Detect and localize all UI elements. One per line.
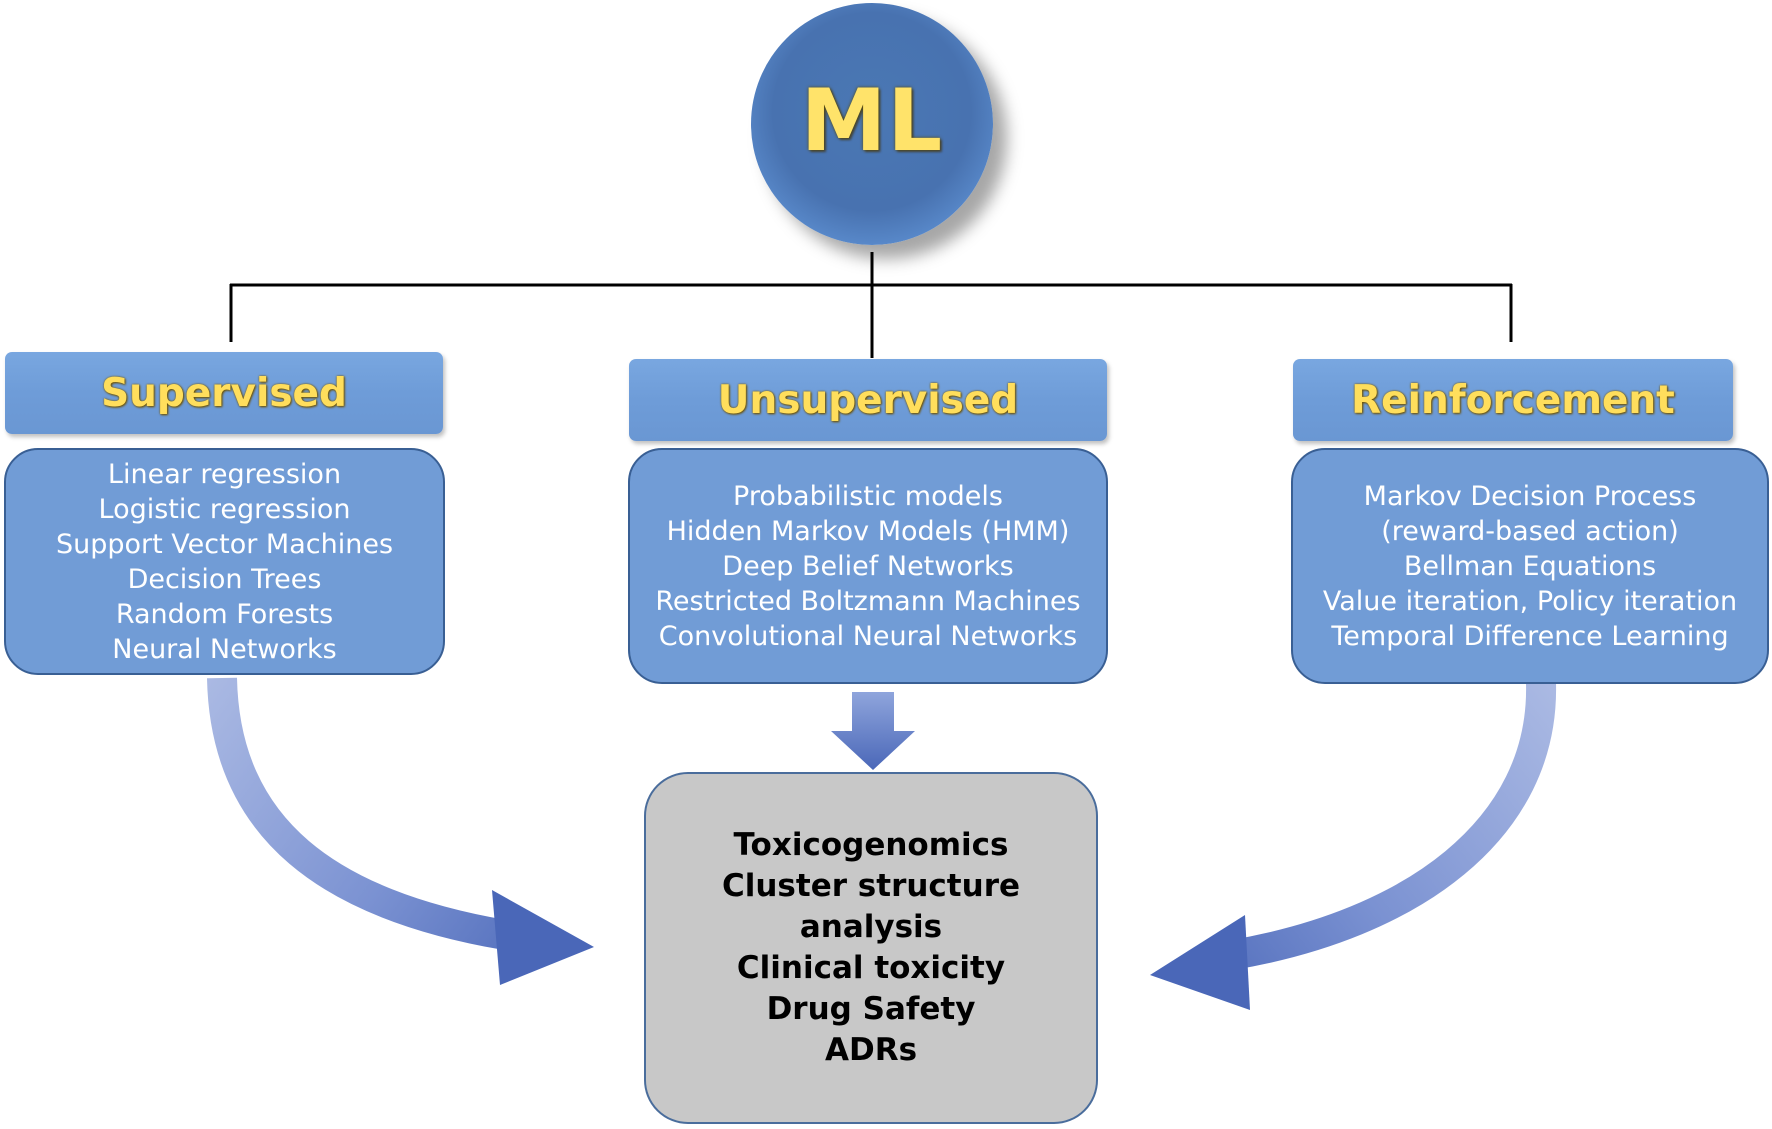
ml-root-node: ML	[751, 3, 993, 245]
list-item: Deep Belief Networks	[722, 550, 1014, 582]
supervised-methods-list: Linear regression Logistic regression Su…	[56, 457, 393, 667]
list-item: Hidden Markov Models (HMM)	[666, 515, 1070, 547]
list-item: Markov Decision Process	[1363, 480, 1697, 512]
list-item: Drug Safety	[766, 991, 976, 1027]
reinforcement-methods-box: Markov Decision Process (reward-based ac…	[1291, 448, 1769, 684]
unsupervised-methods-box: Probabilistic models Hidden Markov Model…	[628, 448, 1108, 684]
list-item: Clinical toxicity	[736, 950, 1006, 986]
left-curved-arrow	[207, 677, 594, 985]
list-item: Temporal Difference Learning	[1331, 620, 1729, 652]
list-item: Logistic regression	[98, 493, 351, 525]
tree-connector-lines	[229, 252, 1513, 358]
list-item: Restricted Boltzmann Machines	[655, 585, 1081, 617]
list-item: Neural Networks	[112, 633, 337, 665]
applications-box: Toxicogenomics Cluster structure analysi…	[644, 772, 1098, 1124]
list-item: (reward-based action)	[1381, 515, 1679, 547]
unsupervised-title: Unsupervised	[717, 377, 1019, 423]
right-curved-arrow	[1150, 682, 1557, 1010]
list-item: Bellman Equations	[1403, 550, 1657, 582]
list-item: Random Forests	[115, 598, 334, 630]
list-item: Value iteration, Policy iteration	[1322, 585, 1738, 617]
applications-list: Toxicogenomics Cluster structure analysi…	[722, 825, 1020, 1071]
reinforcement-title: Reinforcement	[1351, 377, 1675, 423]
list-item: Convolutional Neural Networks	[658, 620, 1078, 652]
list-item: ADRs	[824, 1032, 918, 1068]
reinforcement-header: Reinforcement	[1293, 359, 1733, 441]
reinforcement-methods-list: Markov Decision Process (reward-based ac…	[1323, 479, 1737, 654]
list-item: analysis	[799, 909, 943, 945]
list-item: Decision Trees	[127, 563, 322, 595]
list-item: Toxicogenomics	[733, 827, 1009, 863]
supervised-title: Supervised	[101, 370, 347, 416]
list-item: Support Vector Machines	[55, 528, 394, 560]
list-item: Probabilistic models	[733, 480, 1003, 512]
unsupervised-header: Unsupervised	[629, 359, 1107, 441]
list-item: Linear regression	[107, 458, 342, 490]
center-down-arrow	[831, 692, 915, 770]
ml-root-label: ML	[800, 71, 944, 171]
list-item: Cluster structure	[721, 868, 1021, 904]
unsupervised-methods-list: Probabilistic models Hidden Markov Model…	[655, 479, 1080, 654]
supervised-header: Supervised	[5, 352, 443, 434]
supervised-methods-box: Linear regression Logistic regression Su…	[4, 448, 445, 675]
